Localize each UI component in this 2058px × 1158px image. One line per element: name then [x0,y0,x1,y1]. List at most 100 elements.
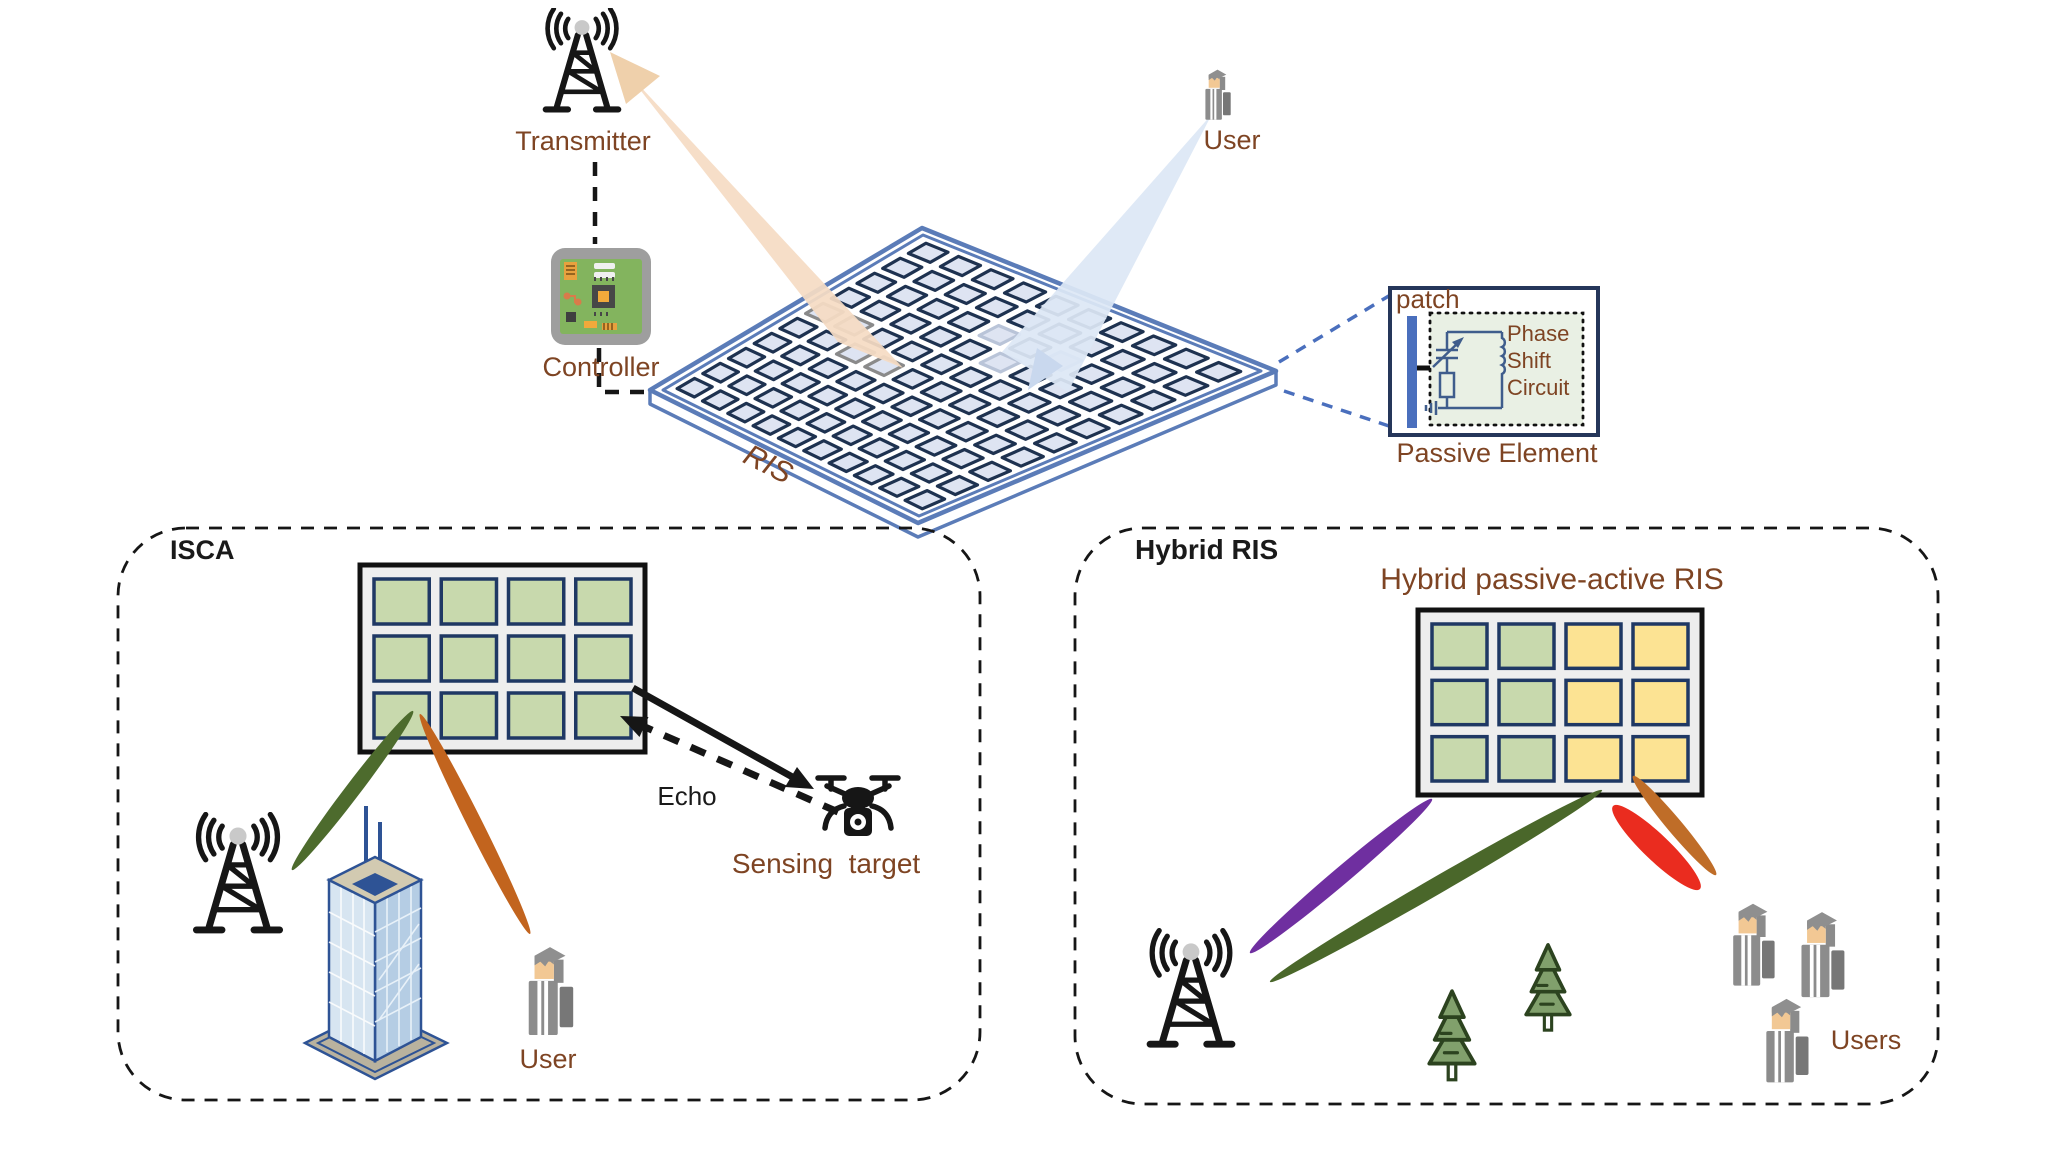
ris-cell [835,369,877,392]
ris-cell [916,297,960,320]
hybrid-antenna-icon [1150,931,1232,1045]
beam-user-to-ris [1002,114,1212,392]
panel-cell [1497,734,1556,783]
isca-antenna-icon [196,815,279,930]
echo-arrow-dashed [634,719,840,816]
hybrid-subtitle: Hybrid passive-active RIS [1380,563,1724,596]
ris-cell [776,426,818,449]
ris-cell [1067,390,1114,413]
ris-cell [1162,375,1210,397]
ris-cell [780,372,821,394]
user-hybrid-icon-2 [1801,912,1845,998]
ris-cell [857,437,900,459]
ris-cell [1007,392,1052,414]
ris-cell [1032,432,1078,454]
tree-icon-large [1524,943,1572,1032]
panel-cell [574,691,633,740]
ris-cell [973,433,1017,456]
peach-beam-arrowhead [610,52,660,104]
ris-inner-frame [661,233,1263,518]
tree-icon-small [1427,989,1477,1082]
ris-cell [885,284,929,307]
ris-cell [1130,389,1177,412]
sensing-arrow-solid [631,684,798,783]
ris-cell [906,241,950,264]
echo-label: Echo [657,781,717,811]
phase-label-line3: Circuit [1507,375,1570,400]
ris-cell [914,435,958,457]
user-top-icon [1205,69,1231,120]
ris-cell [976,406,1021,429]
echo-arrow-head [620,716,649,737]
panel-cell [1430,734,1489,783]
panel-cell [574,634,633,683]
ris-cell [753,359,794,382]
sensing-arrow-solid-head [785,767,814,789]
user-isca-icon [528,947,574,1036]
isca-title: ISCA [170,535,235,565]
ris-cell [938,254,983,278]
ris-cell [1131,361,1178,384]
ris-cell [701,361,741,384]
ris-cell [751,414,792,436]
ris-cell [859,299,902,322]
blue-beam-arrowhead [1028,348,1063,390]
panel-cell [439,691,499,740]
ris-cell [948,338,993,361]
ris-cell [887,422,931,445]
ris-cell [1065,417,1111,440]
ris-cell [831,424,873,447]
hybrid-panel-cells [1415,607,1705,798]
panel-cell [1430,622,1489,671]
patch-bar [1407,316,1417,428]
callout-line-bottom [1283,389,1393,429]
ris-cell [805,412,847,434]
controller-label: Controller [542,352,660,382]
ris-cell [945,420,989,443]
user-hybrid-icon-1 [1733,903,1775,986]
control-links [592,162,646,395]
ris-cell [1069,363,1115,385]
ris-cell [1036,404,1082,427]
beam-isca-ris-user [419,713,531,935]
ris-cell [949,366,993,389]
sensing-target-label: Sensing target [731,848,921,879]
ris-cell [920,353,964,376]
ris-cell [827,451,869,474]
beam-isca-tx-ris [291,710,414,871]
transmitter-label: Transmitter [515,126,651,156]
panel-cell [372,634,431,683]
ris-cell [883,449,927,472]
ris-cell [1002,281,1048,304]
ris-panel [647,225,1279,539]
ris-cell [968,460,1013,482]
ris-cell [807,384,849,407]
ris-cell [970,268,1015,291]
panel-cell [1430,678,1489,727]
ris-cell [943,282,987,306]
ris-cell [1097,403,1144,426]
ris-cell [919,380,963,403]
ris-cell [881,256,924,279]
user-top-label: User [1203,125,1261,155]
ris-cell [889,312,932,335]
beam-hybrid-green [1269,789,1603,983]
phase-shift-circuit-label: Phase Shift Circuit [1507,320,1569,401]
ris-cell [834,397,876,420]
ris-cell [1130,334,1178,357]
ris-cell [917,408,961,430]
ris-cell [878,476,921,498]
phase-label-line1: Phase [1507,321,1570,346]
ris-cell [890,395,933,418]
beam-hybrid-orange [1632,775,1717,876]
ris-cell [855,271,898,294]
panel-cell [439,577,499,626]
building-icon [302,806,450,1081]
passive-element-label: Passive Element [1396,438,1598,468]
beams [291,68,1717,983]
ris-cell [807,357,849,380]
phase-label-line2: Shift [1507,348,1552,373]
ris-cell [726,346,767,369]
